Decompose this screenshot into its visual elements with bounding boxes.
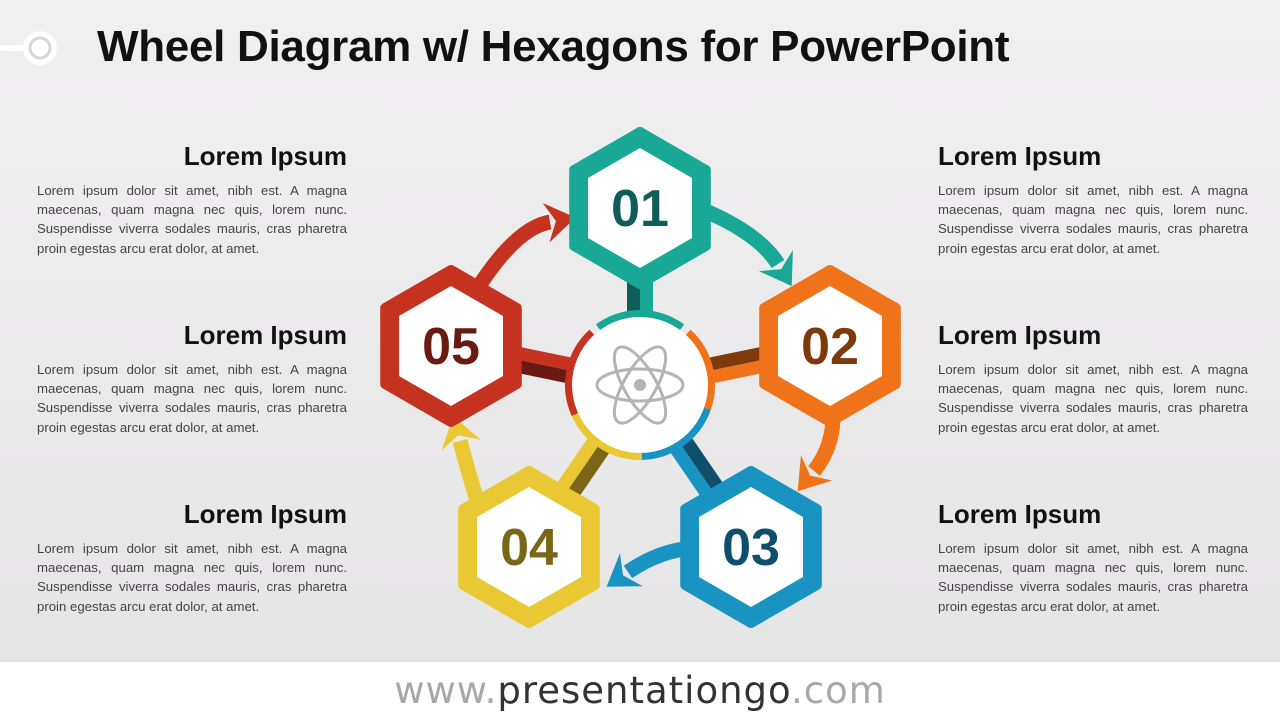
hexagon-02-label: 02: [801, 318, 859, 376]
footer-www: www.: [394, 669, 498, 712]
ring-segment-3: [637, 407, 711, 460]
block-heading: Lorem Ipsum: [938, 499, 1102, 529]
hexagon-04-label: 04: [500, 519, 558, 577]
page-title: Wheel Diagram w/ Hexagons for PowerPoint: [97, 22, 1010, 71]
arrow-5-head: [542, 202, 576, 243]
block-heading: Lorem Ipsum: [183, 141, 347, 171]
hexagon-03: 03: [680, 466, 822, 628]
ring-segment-2: [685, 329, 715, 416]
arrow-3-head: [606, 553, 643, 587]
ring-segment-5: [565, 329, 595, 416]
block-body: Lorem ipsum dolor sit amet, nibh est. A …: [938, 183, 1248, 256]
block-body: Lorem ipsum dolor sit amet, nibh est. A …: [37, 183, 347, 256]
hexagons: 01 02 03 04 05: [380, 127, 901, 628]
block-heading: Lorem Ipsum: [938, 320, 1102, 350]
text-block-right-1: Lorem Ipsum Lorem ipsum dolor sit amet, …: [938, 140, 1248, 258]
hexagon-01-inner: [588, 148, 692, 268]
wheel-diagram: 01 02 03 04 05: [380, 127, 901, 628]
link-handle-icon: [0, 31, 57, 65]
text-block-right-2: Lorem Ipsum Lorem ipsum dolor sit amet, …: [938, 319, 1248, 437]
block-body: Lorem ipsum dolor sit amet, nibh est. A …: [37, 362, 347, 435]
ring-segment-1: [595, 310, 685, 331]
center-ring: [565, 310, 715, 460]
text-block-left-1: Lorem Ipsum Lorem ipsum dolor sit amet, …: [37, 140, 347, 258]
hexagon-04-inner: [477, 487, 581, 607]
block-heading: Lorem Ipsum: [183, 320, 347, 350]
arrow-5-shaft: [467, 214, 552, 298]
ring-segment-4: [569, 407, 643, 460]
atom-icon: [595, 345, 685, 425]
hexagon-01: 01: [569, 127, 711, 289]
footer-domain: presentationgo: [497, 669, 792, 712]
hexagon-05-inner: [399, 286, 503, 406]
hexagon-02: 02: [759, 265, 901, 427]
block-body: Lorem ipsum dolor sit amet, nibh est. A …: [37, 541, 347, 614]
arrow-4-shaft: [452, 439, 484, 500]
block-body: Lorem ipsum dolor sit amet, nibh est. A …: [938, 362, 1248, 435]
footer-tld: .com: [791, 669, 886, 712]
arrow-1-shaft: [704, 205, 785, 269]
hexagon-03-label: 03: [722, 519, 780, 577]
block-body: Lorem ipsum dolor sit amet, nibh est. A …: [938, 541, 1248, 614]
hexagon-02-inner: [778, 286, 882, 406]
text-block-left-3: Lorem Ipsum Lorem ipsum dolor sit amet, …: [37, 498, 347, 616]
hexagon-03-inner: [699, 487, 803, 607]
arrow-2-head: [797, 455, 833, 492]
block-heading: Lorem Ipsum: [938, 141, 1102, 171]
block-heading: Lorem Ipsum: [183, 499, 347, 529]
hexagon-04: 04: [458, 466, 600, 628]
arrow-1-head: [758, 250, 793, 287]
footer-url: www.presentationgo.com: [0, 662, 1280, 720]
text-block-right-3: Lorem Ipsum Lorem ipsum dolor sit amet, …: [938, 498, 1248, 616]
hexagon-01-label: 01: [611, 180, 669, 238]
hexagon-05-label: 05: [422, 318, 480, 376]
text-block-left-2: Lorem Ipsum Lorem ipsum dolor sit amet, …: [37, 319, 347, 437]
hexagon-05: 05: [380, 265, 522, 427]
